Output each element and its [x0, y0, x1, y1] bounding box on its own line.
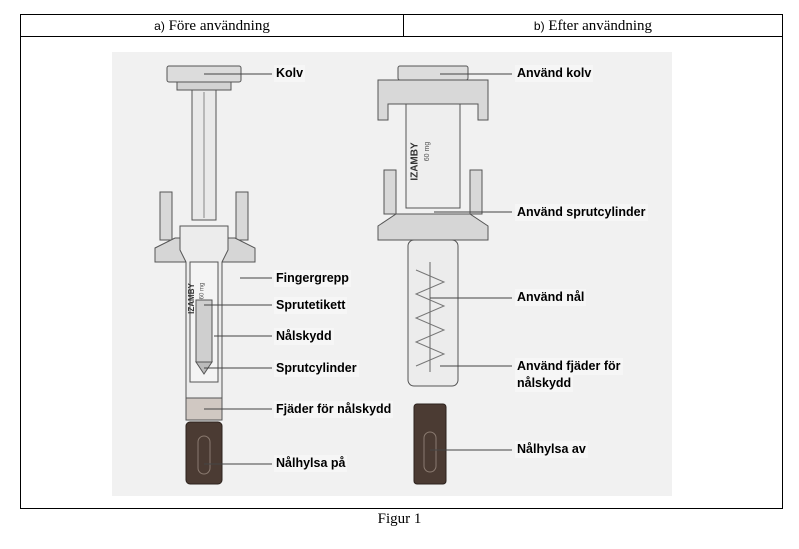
dose-before: 60 mg	[199, 282, 206, 300]
header-after-prefix: b)	[533, 19, 545, 33]
header-before-title: Före användning	[168, 18, 270, 34]
brand-before: IZAMBY	[186, 283, 196, 314]
syringe-after	[377, 65, 489, 485]
needle-cap-on-shape	[185, 421, 223, 485]
label-finger-grip: Fingergrepp	[274, 270, 351, 287]
label-needle-cap-on: Nålhylsa på	[274, 455, 348, 472]
label-needle-guard: Nålskydd	[274, 328, 334, 345]
label-syringe-barrel: Sprutcylinder	[274, 360, 359, 377]
label-used-plunger: Använd kolv	[515, 65, 594, 82]
syringe-label-text-after: IZAMBY 60 mg	[409, 120, 432, 200]
label-needle-cap-off: Nålhylsa av	[515, 441, 588, 458]
figure-frame: a) Före användning b) Efter användning	[20, 14, 783, 509]
label-used-needle-guard-spring-line2: nålskydd	[515, 375, 574, 392]
used-plunger-cup	[377, 79, 489, 121]
label-used-syringe-barrel: Använd sprutcylinder	[515, 204, 648, 221]
used-syringe-label-area	[405, 103, 461, 209]
header-before: a) Före användning	[21, 15, 404, 37]
used-finger-grip	[377, 213, 489, 241]
dose-after: 60 mg	[424, 141, 432, 162]
leader-lines	[204, 73, 512, 465]
syringe-before	[154, 65, 256, 485]
label-syringe-label: Sprutetikett	[274, 297, 348, 314]
label-used-needle-guard-spring-line1: Använd fjäder för	[515, 358, 623, 375]
header-after-title: Efter användning	[548, 18, 653, 34]
syringe-label-text-before: IZAMBY 60 mg	[186, 268, 206, 328]
panel-before-background	[112, 52, 412, 496]
figure-caption: Figur 1	[377, 511, 422, 527]
header-before-prefix: a)	[154, 19, 165, 33]
header-after: b) Efter användning	[404, 15, 782, 37]
label-used-needle: Använd nål	[515, 289, 587, 306]
plunger-neck	[176, 81, 232, 91]
label-plunger: Kolv	[274, 65, 306, 82]
needle-cap-off-shape	[413, 403, 447, 485]
used-plunger-head	[397, 65, 469, 81]
brand-after: IZAMBY	[409, 142, 421, 181]
used-spring-coil	[414, 269, 446, 367]
label-needle-guard-spring: Fjäder för nålskydd	[274, 401, 394, 418]
used-needle-guard	[407, 239, 459, 387]
